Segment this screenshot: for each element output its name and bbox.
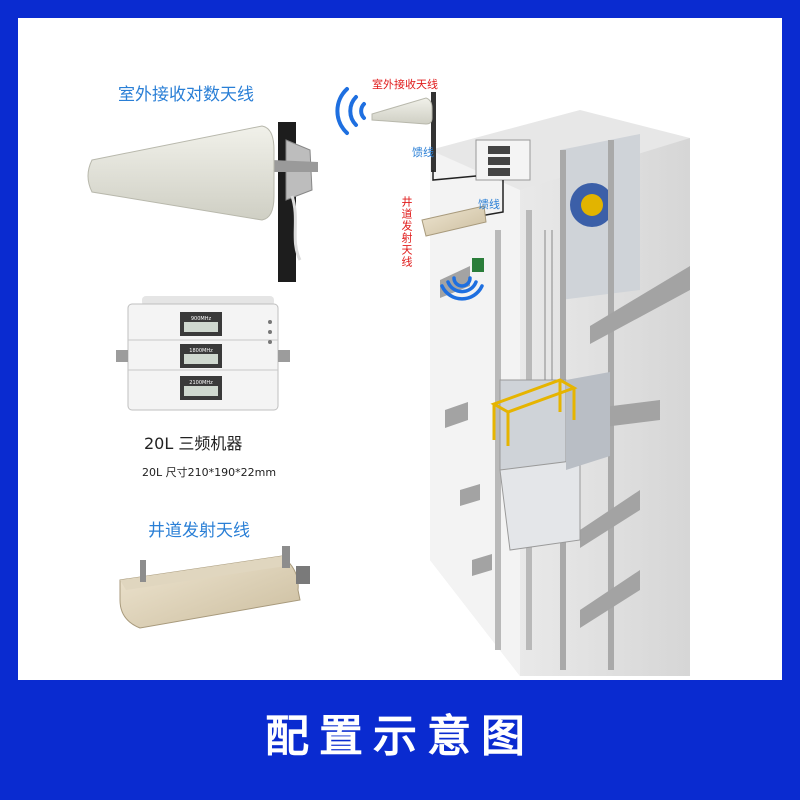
outdoor-antenna-title: 室外接收对数天线: [118, 85, 254, 105]
device-size-label: 20L 尺寸210*190*22mm: [142, 466, 277, 479]
outdoor-log-antenna-image: [87, 122, 318, 282]
footer-title: 配置示意图: [265, 711, 535, 762]
diagram-shaft-antenna-label: 井道发射天线: [400, 196, 413, 268]
band-label-1: 900MHz: [191, 316, 212, 322]
diagram-repeater: [475, 139, 531, 181]
elevator-shaft-diagram: [430, 110, 690, 676]
shaft-panel-antenna-image: [119, 546, 310, 629]
diagram-shaft-antenna: [421, 205, 487, 272]
shaft-antenna-title: 井道发射天线: [148, 521, 250, 541]
band-label-3: 2100MHz: [189, 380, 213, 386]
diagram-outdoor-antenna-label: 室外接收天线: [372, 78, 438, 91]
repeater-device-image: [116, 296, 290, 411]
feeder-cable: [432, 170, 504, 217]
diagram-outdoor-antenna: [371, 92, 436, 172]
diagram-feeder-label-1: 馈线: [412, 146, 434, 159]
device-model-title: 20L 三频机器: [144, 434, 243, 453]
wifi-signal-icon-shaft: [440, 276, 484, 301]
diagram-feeder-label-2: 馈线: [478, 198, 500, 211]
wifi-signal-icon-outdoor: [335, 87, 366, 135]
band-label-2: 1800MHz: [189, 348, 213, 354]
